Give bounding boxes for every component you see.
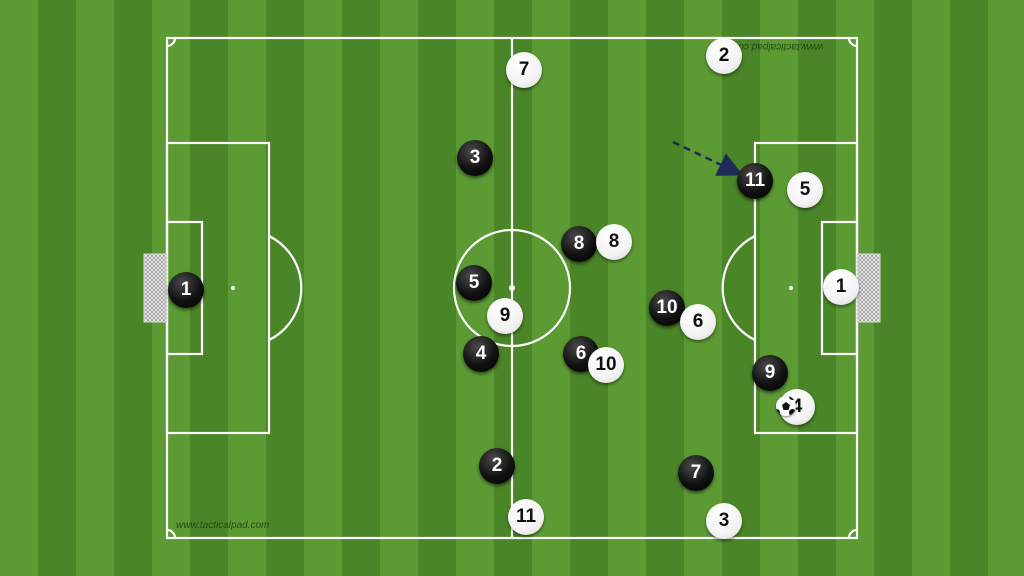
player-white-9[interactable]: 9 — [487, 298, 523, 334]
right-goal-net — [856, 253, 881, 323]
left-penalty-spot — [231, 286, 235, 290]
player-black-4[interactable]: 4 — [463, 336, 499, 372]
player-white-2[interactable]: 2 — [706, 38, 742, 74]
watermark-top: www.tacticalpad.com — [730, 41, 824, 52]
right-penalty-spot — [789, 286, 793, 290]
player-black-10[interactable]: 10 — [649, 290, 685, 326]
player-white-7[interactable]: 7 — [506, 52, 542, 88]
player-black-1[interactable]: 1 — [168, 272, 204, 308]
corner-arc-tr — [847, 37, 858, 48]
soccer-ball-icon[interactable] — [776, 396, 796, 416]
player-white-6[interactable]: 6 — [680, 304, 716, 340]
player-black-5[interactable]: 5 — [456, 265, 492, 301]
player-black-11[interactable]: 11 — [737, 163, 773, 199]
center-circle — [452, 228, 572, 348]
player-black-7[interactable]: 7 — [678, 455, 714, 491]
left-penalty-arc — [268, 235, 303, 341]
left-goal-net — [143, 253, 168, 323]
watermark-bottom: www.tacticalpad.com — [176, 520, 270, 531]
player-black-2[interactable]: 2 — [479, 448, 515, 484]
right-penalty-arc — [721, 235, 756, 341]
player-white-5[interactable]: 5 — [787, 172, 823, 208]
player-white-8[interactable]: 8 — [596, 224, 632, 260]
player-black-8[interactable]: 8 — [561, 226, 597, 262]
player-white-10[interactable]: 10 — [588, 347, 624, 383]
player-white-3[interactable]: 3 — [706, 503, 742, 539]
player-black-9[interactable]: 9 — [752, 355, 788, 391]
corner-arc-br — [847, 528, 858, 539]
center-spot — [509, 285, 515, 291]
corner-arc-tl — [166, 37, 177, 48]
player-black-3[interactable]: 3 — [457, 140, 493, 176]
player-white-1[interactable]: 1 — [823, 269, 859, 305]
corner-arc-bl — [166, 528, 177, 539]
player-white-11[interactable]: 11 — [508, 499, 544, 535]
